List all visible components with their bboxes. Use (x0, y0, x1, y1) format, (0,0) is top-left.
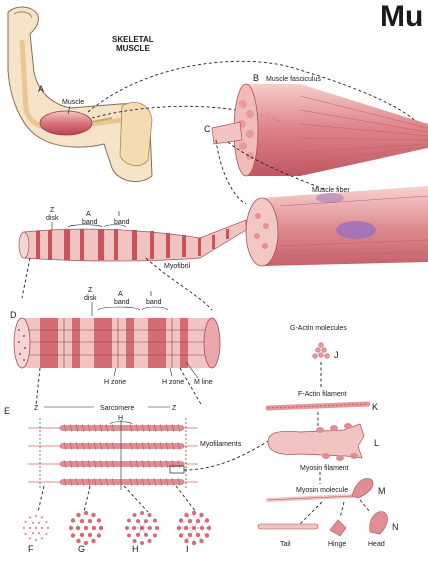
g-actin-molecules (312, 342, 330, 359)
letter-m: M (378, 486, 386, 496)
myosin-tail (257, 523, 319, 530)
sarcomere-z-right: Z (172, 405, 177, 412)
myofibril-segment-illustration (13, 317, 221, 369)
letter-a: A (38, 84, 44, 94)
cross-sections (22, 510, 212, 546)
cross-section-h (125, 511, 159, 545)
letter-f: F (28, 544, 34, 554)
biceps-muscle (39, 110, 93, 136)
segment-disk-label: disk (84, 295, 97, 302)
page-title: Mu (380, 0, 423, 33)
segment-h-zone-label: H zone (104, 379, 126, 386)
myosin-filament-label: Myosin filament (300, 465, 349, 472)
letter-e: E (4, 406, 10, 416)
muscle-fiber-illustration (245, 186, 428, 267)
muscle-fasciculus-illustration (211, 83, 428, 177)
myosin-molecule (266, 478, 374, 502)
letter-n: N (392, 522, 399, 532)
myosin-thick-filament (59, 443, 185, 449)
sarcomere-illustration (28, 418, 198, 490)
letter-l: L (374, 438, 379, 448)
letter-k: K (372, 402, 378, 412)
skeletal-label-line1: SKELETAL (112, 35, 154, 44)
letter-j: J (334, 350, 339, 360)
letter-g: G (78, 544, 85, 554)
muscle-fasciculus-label: Muscle fasciculus (266, 76, 321, 83)
letter-d: D (10, 310, 17, 320)
f-actin-label: F-Actin filament (298, 391, 347, 398)
tail-label: Tail (280, 541, 291, 548)
myosin-hinge (329, 519, 347, 537)
myofibril-a-band-label: band (82, 219, 98, 226)
cross-section-i (176, 510, 212, 546)
myofibril-a-label: A (86, 211, 91, 218)
zoom-box (169, 465, 185, 474)
m-line-label: M line (194, 379, 213, 386)
myosin-molecule-label: Myosin molecule (296, 487, 348, 494)
myosin-thick-filament (59, 425, 185, 431)
letter-h: H (132, 544, 139, 554)
letter-i: I (186, 544, 189, 554)
cross-section-f (22, 514, 50, 542)
muscle-label: Muscle (62, 99, 84, 106)
myosin-head (369, 511, 388, 535)
myosin-parts (257, 511, 388, 537)
segment-i-label: I (150, 291, 152, 298)
cross-section-i-thin (181, 515, 207, 541)
segment-a-band-label: band (114, 299, 130, 306)
sarcomere-h-label: H (118, 415, 123, 422)
segment-z-label: Z (88, 287, 93, 294)
f-actin-filament (265, 401, 371, 411)
muscle-fiber-label: Muscle fiber (312, 187, 350, 194)
hinge-label: Hinge (328, 541, 346, 548)
myofibril-i-label: I (118, 211, 120, 218)
arm-illustration (7, 6, 153, 183)
myosin-filament (267, 423, 365, 461)
myofilaments-label: Myofilaments (200, 441, 242, 448)
g-actin-label: G-Actin molecules (290, 325, 347, 332)
head-label: Head (368, 541, 385, 548)
myofibril-label: Myofibril (164, 263, 191, 270)
myosin-thick-filament (59, 461, 185, 467)
myofibril-z-label: Z (50, 207, 55, 214)
segment-i-band-label: band (146, 299, 162, 306)
segment-a-label: A (118, 291, 123, 298)
myofibril-disk-label: disk (46, 215, 59, 222)
sarcomere-z-left: Z (34, 405, 39, 412)
myofibril-illustration (18, 219, 247, 262)
letter-c: C (204, 124, 211, 134)
sarcomere-label: Sarcomere (100, 405, 134, 412)
myosin-thick-filament (59, 479, 185, 485)
segment-h-zone-label-2: H zone (162, 379, 184, 386)
letter-b: B (253, 73, 259, 83)
cross-section-g (68, 510, 104, 546)
skeletal-label-line2: MUSCLE (116, 44, 150, 53)
myofibril-i-band-label: band (114, 219, 130, 226)
